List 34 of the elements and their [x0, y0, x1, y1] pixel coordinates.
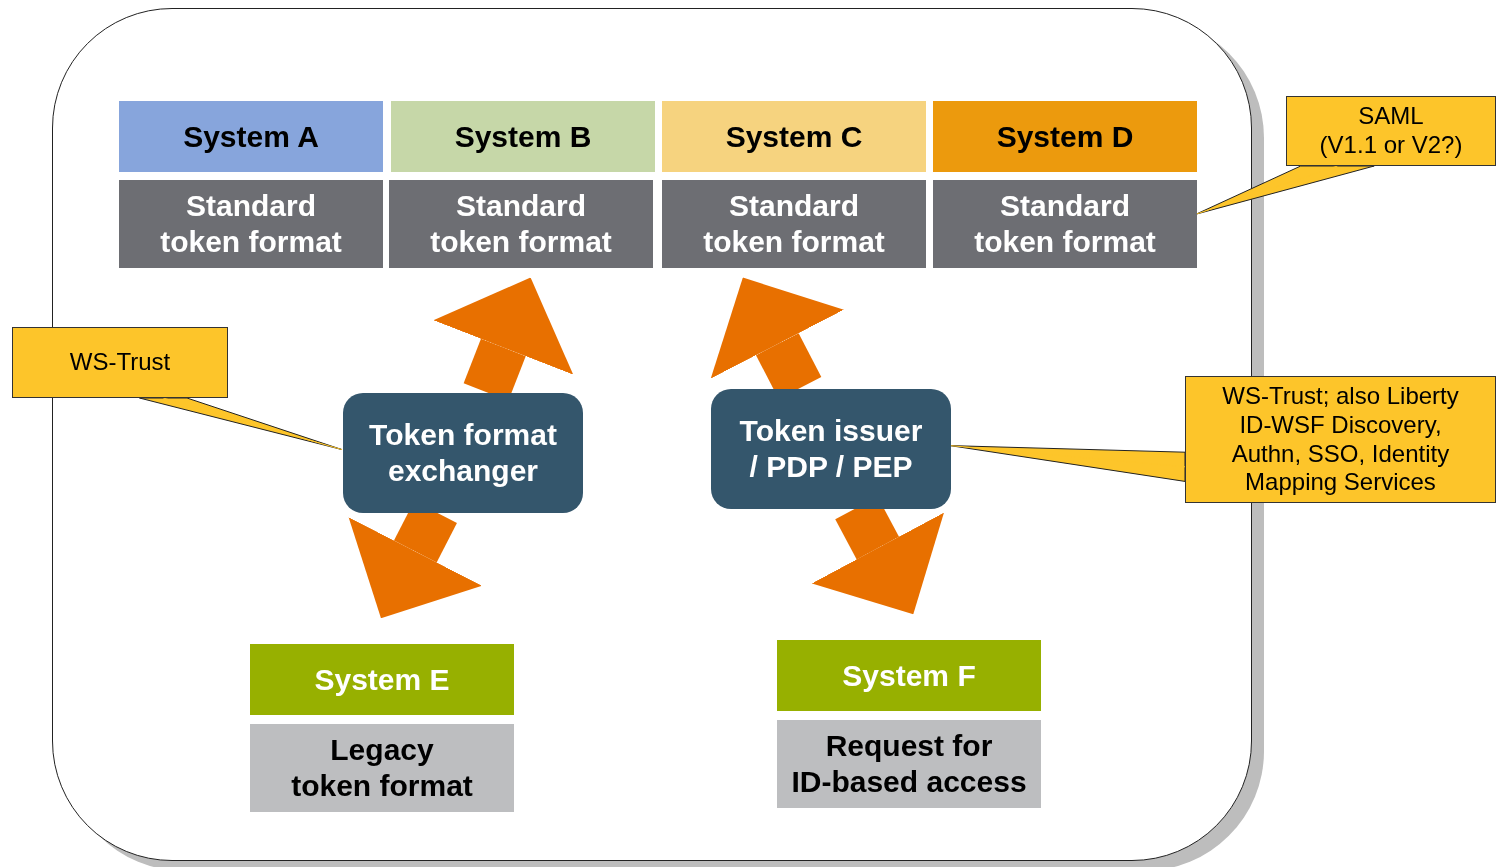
- format-label: Request for ID-based access: [791, 728, 1027, 800]
- system-name: System A: [183, 118, 319, 155]
- callout-box: [12, 327, 228, 398]
- process-box: [343, 393, 583, 513]
- format-box: [933, 180, 1197, 268]
- format-label: Standard token format: [430, 188, 612, 260]
- system-header: [250, 644, 514, 715]
- system-header: [119, 101, 383, 172]
- format-box: [119, 180, 383, 268]
- callout-box: [1185, 376, 1496, 503]
- format-label: Standard token format: [160, 188, 342, 260]
- process-label: Token format exchanger: [369, 417, 557, 489]
- format-label: Legacy token format: [291, 732, 473, 804]
- format-label: Standard token format: [974, 188, 1156, 260]
- system-name: System B: [454, 118, 592, 155]
- system-header: [391, 101, 655, 172]
- system-name: System E: [314, 661, 450, 698]
- system-header: [662, 101, 926, 172]
- system-name: System F: [842, 657, 976, 694]
- format-box: [662, 180, 926, 268]
- format-label: Standard token format: [703, 188, 885, 260]
- system-header: [933, 101, 1197, 172]
- process-label: Token issuer / PDP / PEP: [739, 413, 923, 485]
- system-header: [777, 640, 1041, 711]
- system-name: System C: [725, 118, 863, 155]
- format-box: [389, 180, 653, 268]
- callout-text: WS-Trust; also Liberty ID-WSF Discovery, Authn, SSO, Identity Mapping Services: [1222, 381, 1459, 498]
- format-box: [250, 724, 514, 812]
- system-name: System D: [996, 118, 1134, 155]
- callout-text: WS-Trust: [69, 348, 171, 377]
- callout-box: [1286, 96, 1496, 166]
- process-box: [711, 389, 951, 509]
- callout-text: SAML (V1.1 or V2?): [1319, 102, 1463, 160]
- format-box: [777, 720, 1041, 808]
